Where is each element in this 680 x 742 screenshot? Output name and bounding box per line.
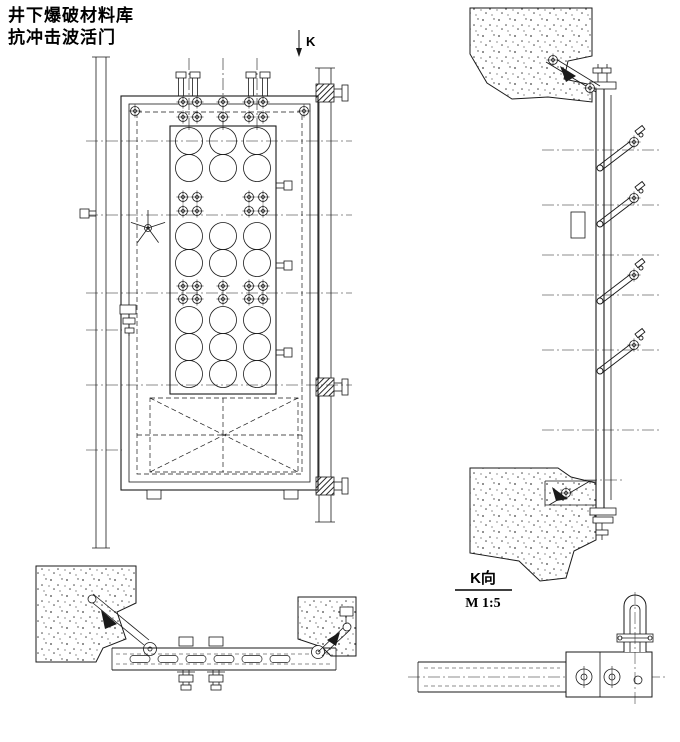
centerlines xyxy=(86,58,352,451)
detail-clevis xyxy=(616,592,654,704)
right-channel xyxy=(315,67,349,523)
section-marker-k: K xyxy=(306,34,316,49)
lower-bracing xyxy=(137,397,302,473)
hinge-detail-drawing xyxy=(35,565,357,691)
section-marker xyxy=(296,30,302,57)
channel-bar xyxy=(111,647,337,671)
drawing-title-line1: 井下爆破材料库 xyxy=(8,6,134,25)
top-bolts xyxy=(175,71,271,96)
front-view-drawing xyxy=(79,30,352,549)
door-edge xyxy=(589,64,617,540)
side-centerlines xyxy=(542,149,662,481)
anchor-pin xyxy=(87,593,150,646)
hinge-pivot xyxy=(143,642,157,656)
concrete-wall-top xyxy=(469,7,593,103)
left-channel xyxy=(92,56,110,549)
plate-side-bolts xyxy=(276,180,293,358)
left-edge-fittings xyxy=(79,208,137,336)
bolt-clusters xyxy=(128,95,311,306)
concrete-block-left xyxy=(35,565,137,663)
detail-view-label: K向 xyxy=(470,569,496,587)
hand-wheel xyxy=(130,210,166,243)
right-latch xyxy=(311,606,354,659)
through-bolts xyxy=(177,636,225,691)
side-view-drawing xyxy=(469,7,662,582)
drawing-title-line2: 抗冲击波活门 xyxy=(8,28,116,48)
k-direction-detail-drawing xyxy=(408,592,668,704)
concrete-wall-bottom xyxy=(469,467,597,582)
valve-plate xyxy=(169,125,277,395)
side-plate xyxy=(570,211,586,239)
detail-hinge-body xyxy=(565,651,653,698)
drawing-title: 井下爆破材料库 抗冲击波活门 xyxy=(8,5,134,49)
top-anchor-strut xyxy=(545,53,601,95)
detail-scale-label: M 1:5 xyxy=(465,596,500,611)
bottom-bracket xyxy=(544,480,597,506)
valve-holes xyxy=(175,127,271,388)
